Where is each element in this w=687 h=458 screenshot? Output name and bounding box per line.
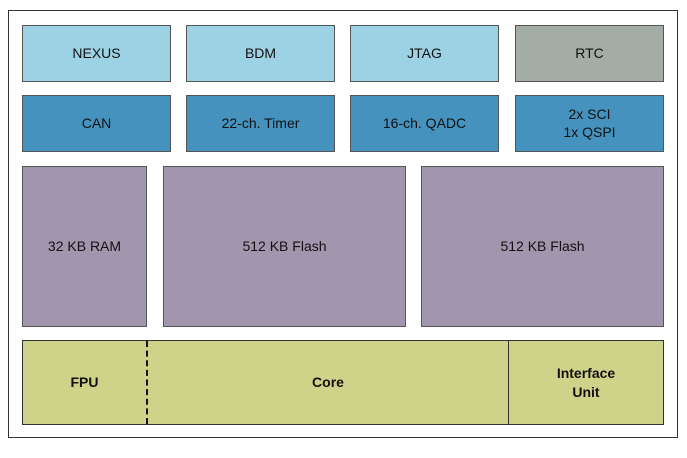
core-bar: FPU Core Interface Unit [22,340,664,425]
can-block: CAN [22,95,171,152]
timer-block: 22-ch. Timer [186,95,335,152]
nexus-block: NEXUS [22,25,171,82]
bdm-block: BDM [186,25,335,82]
fpu-label: FPU [70,374,99,391]
rtc-block: RTC [515,25,664,82]
flash-block-2: 512 KB Flash [421,166,664,327]
ram-block: 32 KB RAM [22,166,147,327]
fpu-divider [146,341,148,424]
jtag-block: JTAG [350,25,499,82]
flash-block-1: 512 KB Flash [163,166,406,327]
interface-unit-label: Interface Unit [556,365,616,400]
core-label: Core [312,374,344,391]
sci-qspi-block: 2x SCI 1x QSPI [515,95,664,152]
diagram-frame [8,10,678,438]
qadc-block: 16-ch. QADC [350,95,499,152]
interface-divider [508,341,509,424]
